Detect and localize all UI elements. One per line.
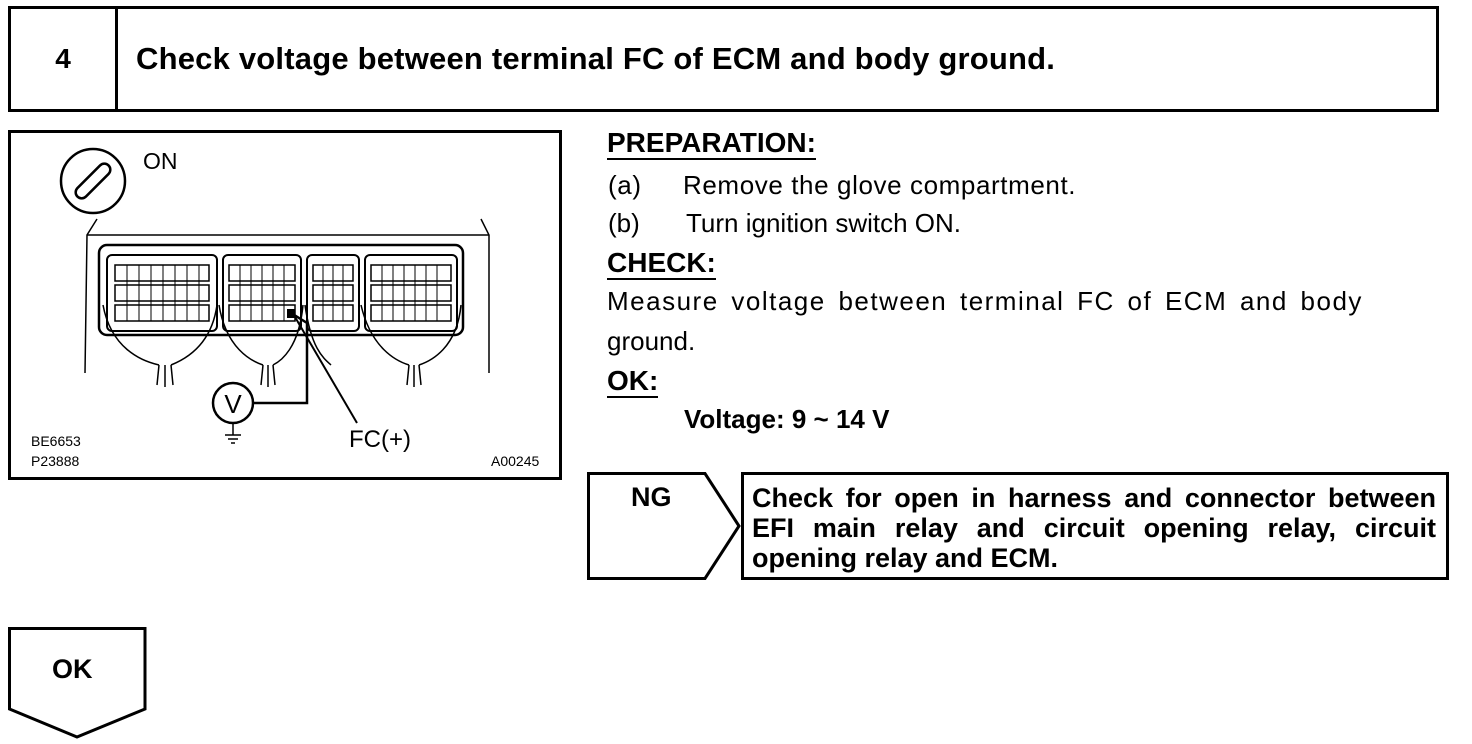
ecm-connector-figure: V ON FC(+) BE6653 P23888 A00245 <box>8 130 562 480</box>
step-header: 4 Check voltage between terminal FC of E… <box>8 6 1439 112</box>
ok-heading: OK: <box>607 365 659 398</box>
connector-b <box>222 254 302 332</box>
connector-d <box>364 254 458 332</box>
step-number: 4 <box>11 9 118 109</box>
ng-arrow-box: NG <box>587 472 747 580</box>
ng-result-text: Check for open in harness and connector … <box>752 483 1436 573</box>
ok-arrow-box: OK <box>8 627 148 739</box>
ignition-key-icon <box>59 147 127 215</box>
ok-voltage-spec: Voltage: 9 ~ 14 V <box>684 404 890 434</box>
ng-result-box: Check for open in harness and connector … <box>741 472 1449 580</box>
svg-text:V: V <box>224 389 242 419</box>
step-title: Check voltage between terminal FC of ECM… <box>136 41 1056 76</box>
wire-harness <box>102 304 462 387</box>
figure-code-1: BE6653 <box>31 433 81 449</box>
ecm-housing <box>97 243 465 337</box>
figure-code-3: A00245 <box>491 453 540 469</box>
prep-step-a-text: Remove the glove compartment. <box>683 170 1077 200</box>
prep-step-a-marker: (a) <box>608 170 642 200</box>
prep-step-b-marker: (b) <box>608 208 640 238</box>
ok-result-label: OK <box>52 654 93 684</box>
connector-c <box>306 254 360 332</box>
voltmeter: V <box>211 311 309 444</box>
preparation-heading: PREPARATION: <box>607 127 816 160</box>
check-line-1: Measure voltage between terminal FC of E… <box>607 286 1363 316</box>
check-heading: CHECK: <box>607 247 716 280</box>
ng-label: NG <box>631 482 672 512</box>
switch-on-label: ON <box>143 148 178 174</box>
check-line-2: ground. <box>607 326 696 356</box>
ecm-diagram: V <box>59 147 490 444</box>
prep-step-b-text: Turn ignition switch ON. <box>686 208 962 238</box>
connector-a <box>106 254 218 332</box>
fc-terminal-label: FC(+) <box>349 426 411 453</box>
figure-code-2: P23888 <box>31 453 80 469</box>
